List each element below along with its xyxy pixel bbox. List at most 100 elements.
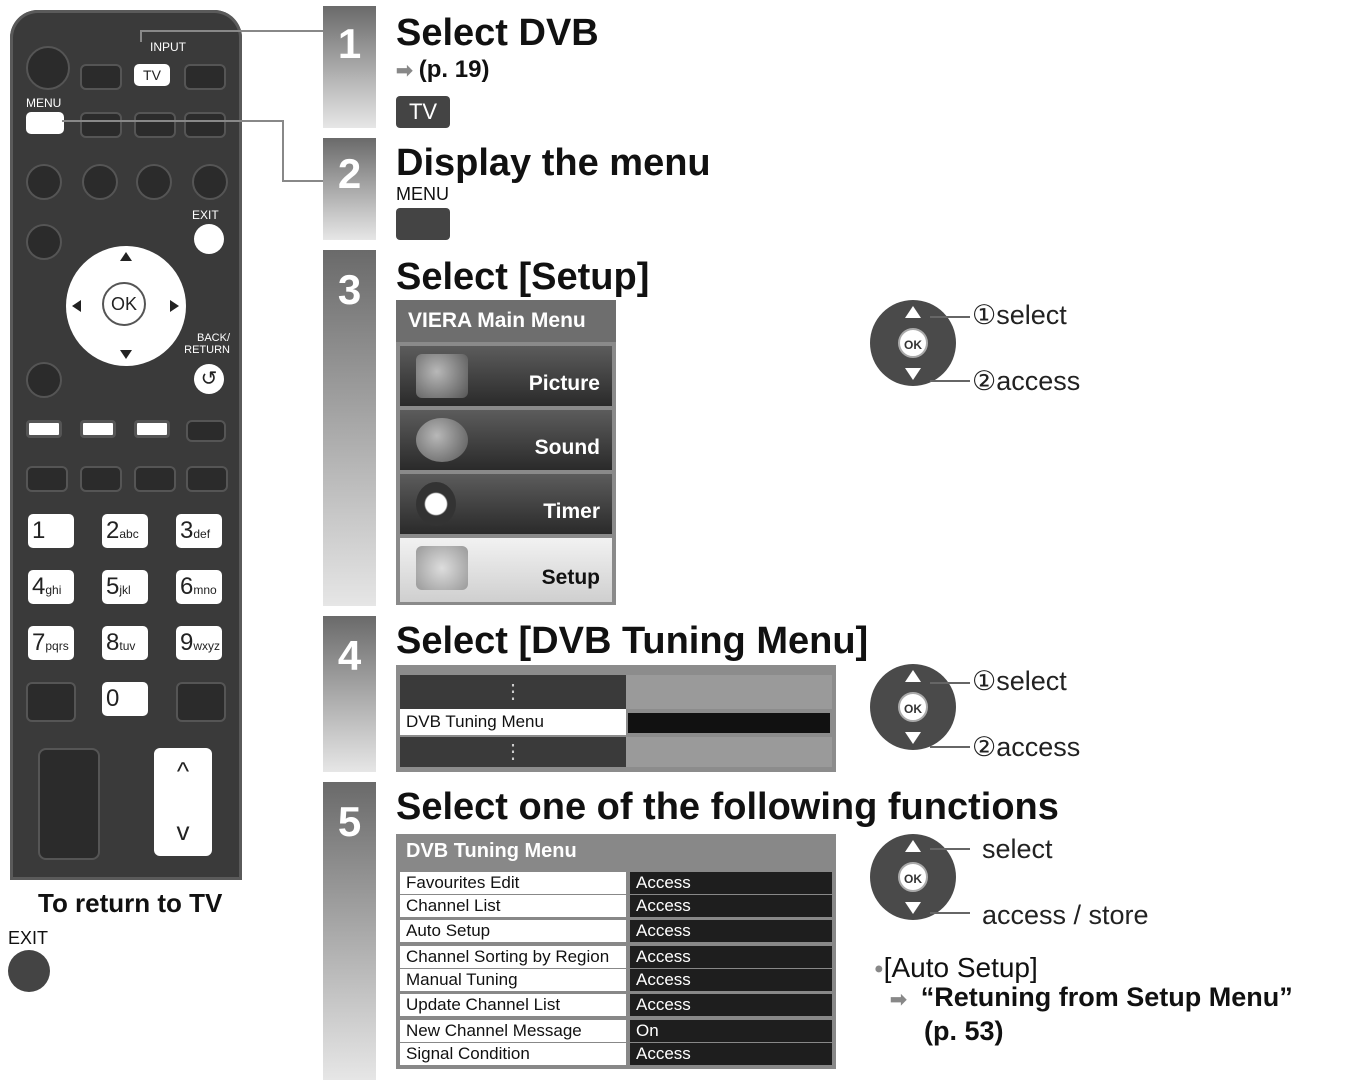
- remote-button[interactable]: [80, 64, 122, 90]
- connector-line: [62, 120, 282, 182]
- menu-item-label: Timer: [543, 500, 600, 523]
- function-value: Access: [630, 920, 832, 942]
- menu-item-sound[interactable]: Sound: [400, 410, 612, 470]
- back-return-button[interactable]: ↺: [194, 364, 224, 394]
- number-key-2[interactable]: 2abc: [102, 514, 148, 548]
- ok-icon: OK: [898, 862, 928, 892]
- function-name: Manual Tuning: [400, 969, 626, 991]
- number-key-5[interactable]: 5jkl: [102, 570, 148, 604]
- remote-button[interactable]: [26, 682, 76, 722]
- remote-button[interactable]: [176, 682, 226, 722]
- number-key-6[interactable]: 6mno: [176, 570, 222, 604]
- select-label: ①select: [972, 666, 1067, 696]
- auto-setup-note: ●[Auto Setup]: [874, 952, 1038, 984]
- dpad[interactable]: OK: [66, 246, 186, 366]
- dvb-tuning-menu-item[interactable]: DVB Tuning Menu: [400, 709, 626, 735]
- function-value: Access: [630, 895, 832, 917]
- up-arrow-icon: [905, 670, 921, 682]
- function-name: Signal Condition: [400, 1043, 626, 1065]
- key-letters: abc: [119, 527, 139, 541]
- connector-line: [140, 30, 328, 42]
- key-letters: jkl: [119, 583, 131, 597]
- channel-down-icon[interactable]: v: [176, 816, 190, 846]
- menu-label: MENU: [26, 96, 62, 110]
- number-key-0[interactable]: 0: [102, 682, 148, 716]
- power-button[interactable]: [26, 46, 70, 90]
- ok-dial-icon: OK: [870, 834, 956, 920]
- menu-item-picture[interactable]: Picture: [400, 346, 612, 406]
- key-number: 8: [106, 629, 120, 656]
- number-key-3[interactable]: 3def: [176, 514, 222, 548]
- number-key-1[interactable]: 1: [28, 514, 74, 548]
- color-key[interactable]: [80, 420, 116, 438]
- number-key-8[interactable]: 8tuv: [102, 626, 148, 660]
- exit-button[interactable]: [194, 224, 224, 254]
- function-name: Channel Sorting by Region: [400, 946, 626, 968]
- channel-rocker[interactable]: ^ v: [154, 748, 212, 856]
- remote-button[interactable]: [26, 466, 68, 492]
- ok-dial-icon: OK: [870, 664, 956, 750]
- picture-icon: [416, 354, 468, 398]
- menu-item-timer[interactable]: Timer: [400, 474, 612, 534]
- remote-button[interactable]: [80, 466, 122, 492]
- callout-line: [930, 380, 970, 382]
- up-arrow-icon[interactable]: [120, 252, 132, 261]
- access-label: ②access: [972, 732, 1081, 762]
- right-arrow-icon[interactable]: [170, 300, 179, 312]
- remote-button[interactable]: [186, 466, 228, 492]
- color-key[interactable]: [26, 420, 62, 438]
- remote-button[interactable]: [26, 164, 62, 200]
- step-number: 4: [337, 632, 362, 679]
- key-letters: tuv: [119, 639, 136, 653]
- callout-line: [930, 316, 970, 318]
- channel-up-icon[interactable]: ^: [176, 756, 190, 786]
- back-return-label: BACK/ RETURN: [184, 332, 230, 356]
- remote-button[interactable]: [82, 164, 118, 200]
- remote-button[interactable]: [192, 164, 228, 200]
- color-key[interactable]: [134, 420, 170, 438]
- volume-rocker[interactable]: [38, 748, 100, 860]
- key-number: 5: [106, 573, 120, 600]
- exit-button-icon: [8, 950, 50, 992]
- key-number: 1: [32, 517, 46, 544]
- callout-line: [930, 682, 970, 684]
- tv-button[interactable]: TV: [134, 64, 170, 86]
- clock-icon: [416, 482, 456, 526]
- number-key-4[interactable]: 4ghi: [28, 570, 74, 604]
- menu-item-setup[interactable]: Setup: [400, 538, 612, 602]
- remote-button[interactable]: [184, 112, 226, 138]
- remote-button[interactable]: [80, 112, 122, 138]
- function-value: Access: [630, 994, 832, 1016]
- ok-icon: OK: [898, 328, 928, 358]
- number-key-7[interactable]: 7pqrs: [28, 626, 74, 660]
- menu-button[interactable]: [26, 112, 64, 134]
- remote-button[interactable]: [134, 466, 176, 492]
- left-arrow-icon[interactable]: [72, 300, 81, 312]
- remote-button[interactable]: [26, 362, 62, 398]
- step-title: Select one of the following functions: [396, 786, 1059, 828]
- down-arrow-icon[interactable]: [120, 350, 132, 359]
- function-name: New Channel Message: [400, 1020, 626, 1042]
- menu-placeholder-value: [626, 737, 832, 767]
- ok-button[interactable]: OK: [102, 282, 146, 326]
- remote-button[interactable]: [186, 420, 226, 442]
- callout-line: [930, 746, 970, 748]
- remote-button[interactable]: [184, 64, 226, 90]
- remote-button[interactable]: [26, 224, 62, 260]
- remote-button[interactable]: [134, 112, 176, 138]
- remote-button[interactable]: [136, 164, 172, 200]
- number-key-9[interactable]: 9wxyz: [176, 626, 222, 660]
- step-title: Select [DVB Tuning Menu]: [396, 620, 869, 662]
- function-value: On: [630, 1020, 832, 1042]
- step-title: Display the menu: [396, 142, 711, 184]
- retuning-link[interactable]: ➡“Retuning from Setup Menu”: [890, 982, 1293, 1013]
